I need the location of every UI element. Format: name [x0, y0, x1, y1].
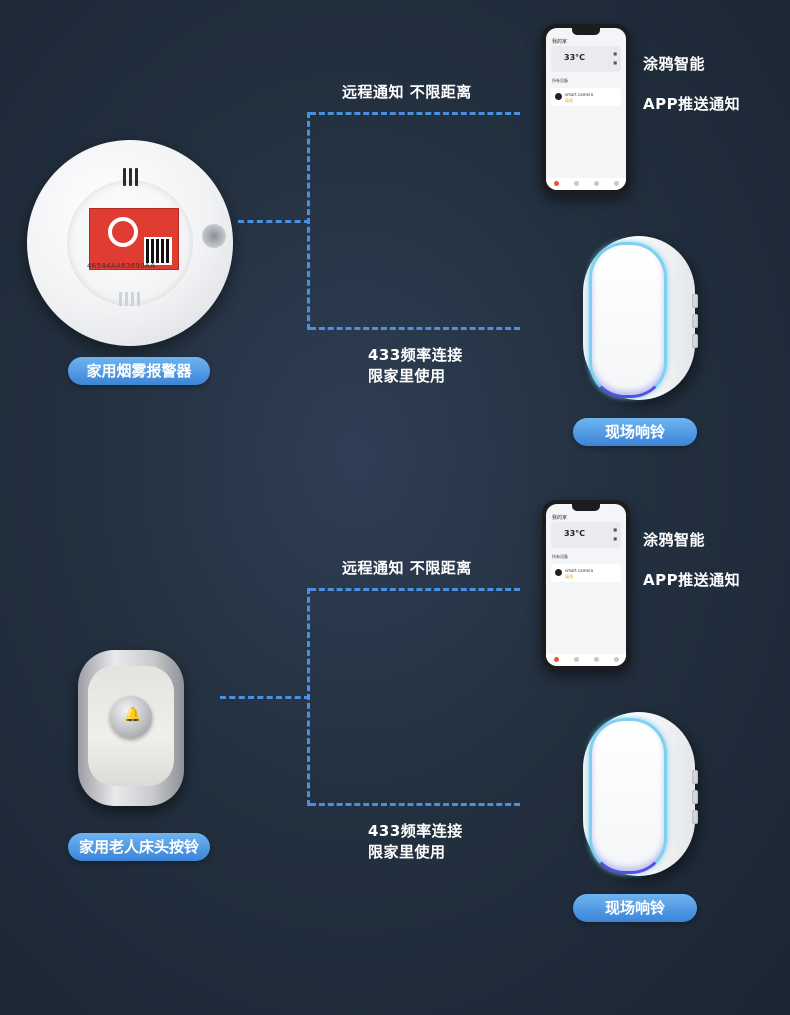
brand-logo-icon — [108, 217, 138, 247]
connector-line — [220, 696, 310, 699]
local-caption-line1: 433频率连接 — [368, 822, 463, 840]
chime-label-badge: 现场响铃 — [573, 894, 697, 922]
smart-tab-icon — [594, 657, 599, 662]
local-caption-line2: 限家里使用 — [368, 843, 446, 861]
device-status: 离线 — [565, 574, 573, 579]
device-label-badge: 家用老人床头按铃 — [68, 833, 210, 861]
smart-tab-icon — [594, 181, 599, 186]
receiver-side-button — [692, 810, 698, 824]
smoke-detector-image: 46544AA63690AA — [27, 140, 233, 346]
tab-bar — [546, 654, 626, 666]
app-push-label: APP推送通知 — [643, 571, 741, 589]
bell-icon: 🔔 — [124, 707, 142, 723]
connector-line — [310, 803, 520, 806]
scene-tab-icon — [574, 181, 579, 186]
app-brand-label: 涂鸦智能 — [643, 55, 706, 73]
grille-slot — [137, 292, 140, 306]
device-row: smart camera 离线 — [551, 88, 621, 106]
receiver-side-button — [692, 334, 698, 348]
remote-notify-caption: 远程通知 不限距离 — [342, 559, 472, 577]
device-row: smart camera 离线 — [551, 564, 621, 582]
tab-bar — [546, 178, 626, 190]
receiver-side-button — [692, 314, 698, 328]
qr-code-icon — [144, 237, 172, 265]
sensor-indicator — [202, 224, 226, 248]
app-push-label: APP推送通知 — [643, 95, 741, 113]
camera-icon — [555, 93, 562, 100]
app-header: 我的家 — [552, 39, 568, 45]
weather-card: 33°C ■ ■ — [551, 522, 621, 548]
weather-icon: ■ — [613, 527, 617, 532]
me-tab-icon — [614, 657, 619, 662]
phone-app-image: 我的家 33°C ■ ■ 所有设备 smart camera 离线 — [542, 24, 630, 194]
devices-title: 所有设备 — [552, 554, 568, 559]
connector-line — [310, 327, 520, 330]
device-label-badge: 家用烟雾报警器 — [68, 357, 210, 385]
temperature: 33°C — [564, 53, 586, 62]
device-name: smart camera — [565, 568, 594, 573]
doorbell-receiver-image — [583, 712, 698, 876]
receiver-side-button — [692, 770, 698, 784]
local-caption-line1: 433频率连接 — [368, 346, 463, 364]
devices-title: 所有设备 — [552, 78, 568, 83]
local-caption-line2: 限家里使用 — [368, 367, 446, 385]
vent-slot — [135, 168, 138, 186]
bedside-call-button-image: 🔔 — [78, 650, 184, 806]
receiver-side-button — [692, 294, 698, 308]
remote-notify-caption: 远程通知 不限距离 — [342, 83, 472, 101]
camera-icon — [555, 569, 562, 576]
detector-serial: 46544AA63690AA — [87, 262, 156, 270]
app-header: 我的家 — [552, 515, 568, 521]
bedside-button-section: 远程通知 不限距离 433频率连接 限家里使用 我的家 33°C ■ ■ 所有设… — [0, 476, 790, 956]
vent-slot — [123, 168, 126, 186]
connector-line — [310, 112, 520, 115]
smoke-alarm-section: 46544AA63690AA 家用烟雾报警器 远程通知 不限距离 433频率连接… — [0, 0, 790, 480]
call-button-knob: 🔔 — [110, 696, 152, 738]
call-button-face: 🔔 — [88, 666, 174, 786]
phone-notch — [572, 504, 600, 511]
chime-label-badge: 现场响铃 — [573, 418, 697, 446]
connector-line — [307, 112, 310, 330]
scene-tab-icon — [574, 657, 579, 662]
vent-slot — [129, 168, 132, 186]
phone-app-image: 我的家 33°C ■ ■ 所有设备 smart camera 离线 — [542, 500, 630, 670]
device-status: 离线 — [565, 98, 573, 103]
grille-slot — [131, 292, 134, 306]
receiver-light-ring — [589, 242, 667, 398]
app-brand-label: 涂鸦智能 — [643, 531, 706, 549]
receiver-light-ring — [589, 718, 667, 874]
me-tab-icon — [614, 181, 619, 186]
doorbell-receiver-image — [583, 236, 698, 400]
weather-icon: ■ — [613, 51, 617, 56]
weather-card: 33°C ■ ■ — [551, 46, 621, 72]
connector-line — [307, 588, 310, 806]
temperature: 33°C — [564, 529, 586, 538]
connector-line — [238, 220, 310, 223]
device-name: smart camera — [565, 92, 594, 97]
phone-screen: 我的家 33°C ■ ■ 所有设备 smart camera 离线 — [546, 28, 626, 190]
phone-screen: 我的家 33°C ■ ■ 所有设备 smart camera 离线 — [546, 504, 626, 666]
home-tab-icon — [554, 181, 559, 186]
detector-red-label — [89, 208, 179, 270]
weather-icon: ■ — [613, 536, 617, 541]
receiver-side-button — [692, 790, 698, 804]
grille-slot — [119, 292, 122, 306]
weather-icon: ■ — [613, 60, 617, 65]
connector-line — [310, 588, 520, 591]
grille-slot — [125, 292, 128, 306]
phone-notch — [572, 28, 600, 35]
home-tab-icon — [554, 657, 559, 662]
